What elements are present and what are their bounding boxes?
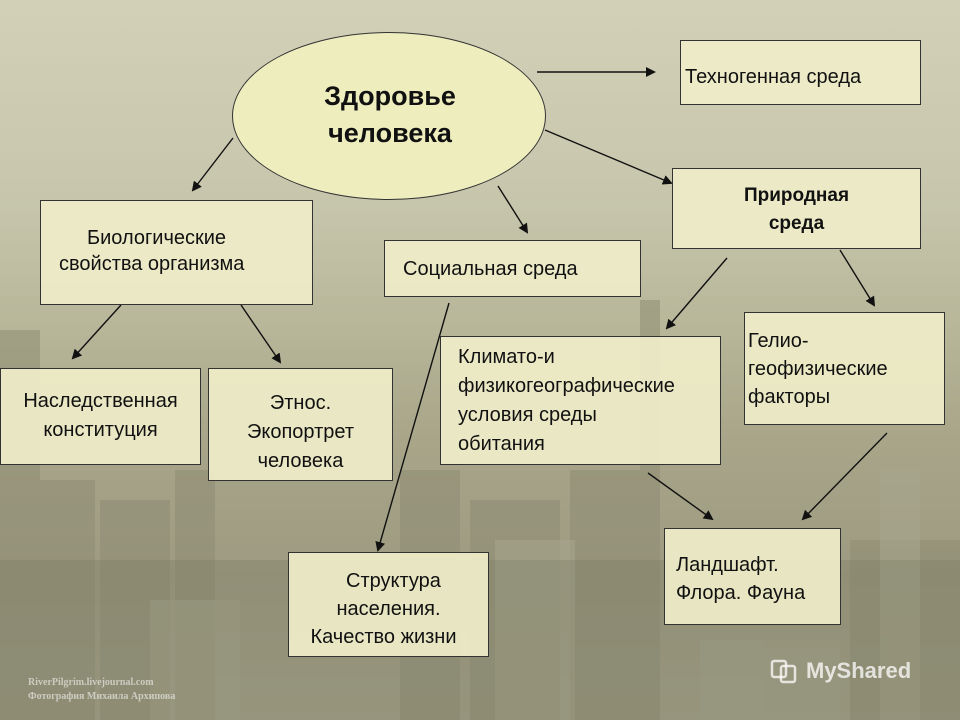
climate-line-1: Климато-и — [458, 346, 555, 368]
heredity-node: Наследственная конституция — [0, 368, 201, 465]
center-node-label: Здоровье человека — [262, 78, 518, 152]
ethnos-line-1: Этнос. — [269, 392, 332, 414]
climate-node: Климато-и физикогеографические условия с… — [440, 336, 721, 465]
biological-node: Биологические свойства организма — [40, 200, 313, 305]
climate-line-4: обитания — [458, 433, 545, 455]
heredity-line-1: Наследственная — [23, 390, 178, 412]
center-line-1: Здоровье — [324, 81, 456, 111]
natural-line-1: Природная — [743, 185, 850, 206]
population-line-1: Структура — [346, 570, 441, 592]
myshared-logo-icon — [770, 659, 797, 684]
helio-line-3: факторы — [748, 386, 831, 408]
climate-line-2: физикогеографические — [458, 375, 675, 397]
climate-line-3: условия среды — [458, 404, 597, 426]
ethnos-node: Этнос. Экопортрет человека — [208, 368, 393, 481]
technogenic-line-1: Техногенная среда — [685, 66, 862, 88]
helio-line-1: Гелио- — [748, 330, 809, 352]
population-line-2: населения. — [336, 598, 441, 620]
credit-line-1: RiverPilgrim.livejournal.com — [28, 677, 154, 688]
biological-line-2: свойства организма — [59, 253, 245, 275]
myshared-brand-text: MyShared — [806, 658, 912, 683]
center-node — [232, 32, 546, 200]
natural-node: Природная среда — [672, 168, 921, 249]
population-line-3: Качество жизни — [310, 626, 457, 648]
helio-node: Гелио- геофизические факторы — [744, 312, 945, 425]
landscape-line-1: Ландшафт. — [676, 554, 779, 576]
heredity-line-2: конституция — [43, 419, 158, 441]
social-line-1: Социальная среда — [403, 258, 578, 280]
photo-credit: RiverPilgrim.livejournal.com Фотография … — [28, 676, 175, 704]
natural-line-2: среда — [768, 213, 825, 234]
helio-line-2: геофизические — [748, 358, 888, 380]
landscape-line-2: Флора. Фауна — [676, 582, 806, 604]
population-node: Структура населения. Качество жизни — [288, 552, 489, 657]
technogenic-node: Техногенная среда — [680, 40, 921, 105]
credit-line-2: Фотография Михаила Архипова — [28, 691, 176, 702]
center-line-2: человека — [328, 118, 452, 148]
myshared-watermark: MyShared — [770, 656, 911, 686]
ethnos-line-2: Экопортрет — [246, 421, 354, 443]
biological-line-1: Биологические — [87, 227, 227, 249]
landscape-node: Ландшафт. Флора. Фауна — [664, 528, 841, 625]
ethnos-line-3: человека — [257, 450, 344, 472]
social-node: Социальная среда — [384, 240, 641, 297]
